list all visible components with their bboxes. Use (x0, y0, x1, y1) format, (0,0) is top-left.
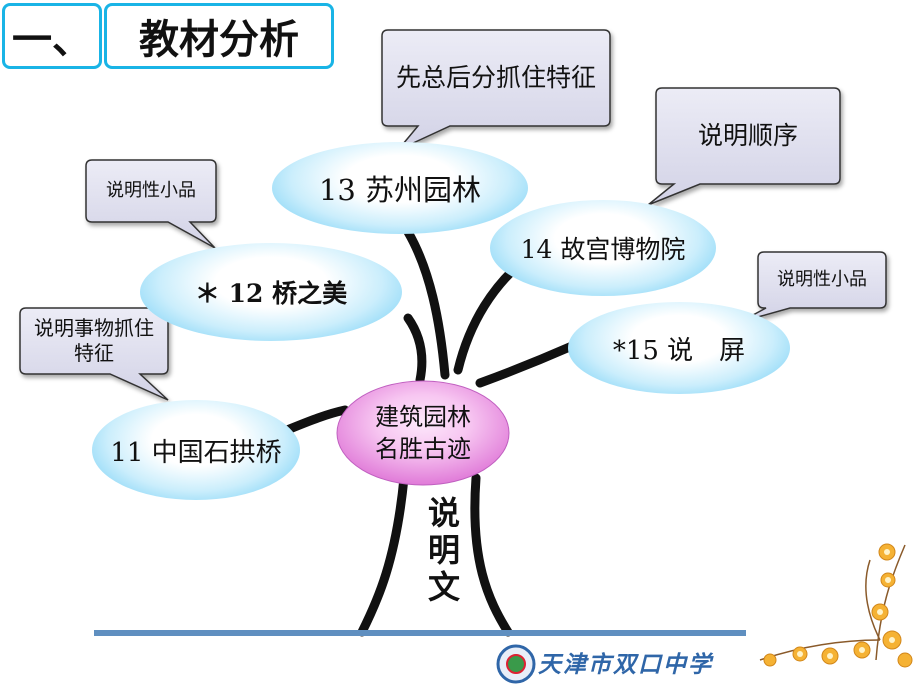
branch-12 (403, 313, 427, 385)
center-line-1: 建筑园林 (375, 402, 471, 431)
header-number: 一、 (2, 3, 102, 69)
trunk-label-char: 说 (427, 494, 460, 532)
tree-branches (277, 227, 577, 637)
center-node-label: 建筑园林 名胜古迹 (336, 383, 510, 483)
callout-11: 说明事物抓住特征 (34, 316, 154, 365)
branch-node-13: 13 苏州园林 (272, 142, 528, 234)
callout-13: 先总后分抓住特征 (395, 63, 596, 93)
callout-15: 说明性小品 (777, 268, 867, 290)
branch-node-15: *15 说 屏 (568, 302, 790, 394)
callout-shapes (19, 29, 887, 401)
branch-14 (453, 257, 527, 375)
trunk-label-char: 文 (427, 567, 460, 606)
callout-shape-12 (85, 159, 217, 249)
branch-15 (475, 341, 577, 388)
callout-shape-13 (381, 29, 611, 151)
school-name: 天津市双口中学 (538, 651, 713, 678)
trunk-label: 说明文 (420, 495, 468, 605)
trunk-right (470, 473, 513, 637)
footer (94, 630, 746, 684)
branch-node-14: 14 故宫博物院 (490, 200, 716, 296)
callout-14: 说明顺序 (697, 121, 798, 151)
callout-12: 说明性小品 (106, 179, 196, 201)
page-title: 教材分析 (104, 3, 334, 69)
center-line-2: 名胜古迹 (375, 435, 471, 463)
branch-node-12: ＊ 12 桥之美 (140, 243, 402, 341)
center-node (336, 380, 510, 486)
callout-shape-14 (647, 87, 841, 206)
callout-shape-15 (739, 251, 887, 323)
trunk-label-char: 明 (427, 530, 460, 569)
branch-13 (403, 227, 450, 380)
trunk-left (357, 473, 409, 637)
branch-node-11: 11 中国石拱桥 (92, 400, 300, 500)
footer-line (94, 630, 746, 636)
